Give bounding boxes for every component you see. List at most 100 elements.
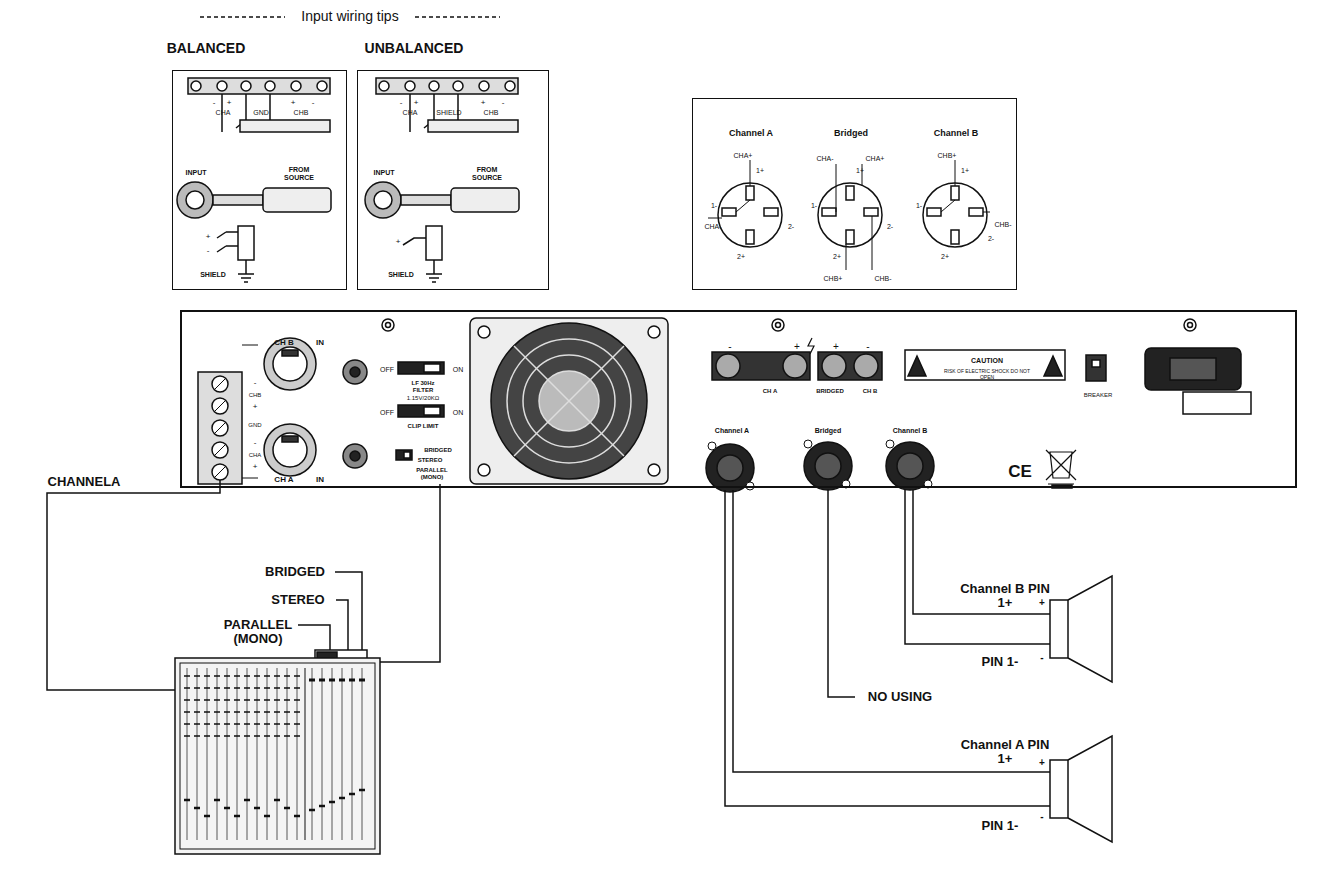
mixer-strip	[254, 699, 260, 701]
box-text: 2-	[788, 223, 794, 231]
mixer-strip	[224, 699, 230, 701]
box-text: RISK OF ELECTRIC SHOCK DO NOT OPEN	[942, 369, 1032, 380]
box-text: 1-	[711, 202, 717, 210]
balanced-inset-art	[177, 78, 331, 282]
box-text: CHA	[249, 452, 262, 459]
box-text: +	[833, 341, 839, 352]
box-text: 1-	[811, 202, 817, 210]
speakon-pin-diagrams	[708, 160, 990, 270]
wiring-label: BRIDGED	[265, 565, 325, 579]
box-text: CHB+	[938, 152, 957, 160]
box-text: 1+	[856, 167, 864, 175]
mixer-strip	[194, 735, 200, 737]
mixer-strip	[234, 675, 240, 677]
mixer-strip	[224, 723, 230, 725]
mixer-strip	[294, 815, 300, 818]
mixer-strip	[234, 723, 240, 725]
mixer-strip	[294, 723, 300, 725]
mixer-strip	[184, 735, 190, 737]
box-text: BRIDGED	[816, 388, 844, 395]
mixer-strip	[284, 675, 290, 677]
mixer-strip	[359, 679, 365, 682]
wiring-label: Channel B PIN 1+	[960, 582, 1050, 611]
wiring-label: PIN 1-	[982, 655, 1019, 669]
mixer-strip	[234, 699, 240, 701]
box-text: BRIDGED	[424, 447, 452, 454]
box-heading: BALANCED	[167, 41, 246, 56]
mixer-strip	[329, 679, 335, 682]
mixer-strip	[194, 687, 200, 689]
mixer-strip	[224, 675, 230, 677]
box-text: STEREO	[418, 457, 443, 464]
box-text: -	[728, 341, 731, 352]
mixer-strip	[264, 723, 270, 725]
mixer-strip	[224, 711, 230, 713]
mixer-strip	[312, 668, 313, 840]
box-text: CH A	[763, 388, 777, 395]
box-text: -	[866, 341, 869, 352]
mixer-strip	[244, 711, 250, 713]
speaker-wires	[725, 490, 1050, 806]
mixer-strip	[244, 687, 250, 689]
mixer-strip	[184, 723, 190, 725]
mixer-strip	[284, 807, 290, 810]
mixer-strip	[274, 675, 280, 677]
title-dash	[415, 16, 500, 18]
mixer-strip	[284, 711, 290, 713]
box-text: BREAKER	[1084, 392, 1113, 399]
box-text: SHIELD	[436, 109, 461, 117]
mixer-strip	[194, 699, 200, 701]
box-text: CHA	[403, 109, 418, 117]
mixer-strip	[237, 668, 238, 840]
wiring-label: CHANNELA	[48, 475, 121, 489]
box-text: 1+	[961, 167, 969, 175]
title-dash	[200, 16, 285, 18]
box-text: OFF	[380, 366, 394, 374]
box-text: IN	[316, 339, 324, 348]
mixer-strip	[234, 815, 240, 818]
mixer-strip	[254, 675, 260, 677]
mixer-strip	[184, 699, 190, 701]
mixer-strip	[329, 801, 335, 804]
mixer-strip	[244, 735, 250, 737]
mixer-strip	[204, 675, 210, 677]
box-text: +	[414, 99, 419, 108]
box-text: -	[254, 379, 257, 388]
box-text: +	[227, 99, 232, 108]
box-text: +	[794, 341, 800, 352]
box-text: INPUT	[186, 169, 207, 177]
box-text: CHA+	[866, 155, 885, 163]
box-text: GND	[248, 422, 261, 429]
mixer-strip	[187, 668, 188, 840]
mixer-strip	[294, 699, 300, 701]
mixer-strip	[234, 735, 240, 737]
mixer-strip	[277, 668, 278, 840]
mixer-console	[175, 658, 380, 854]
mixer-strip	[274, 723, 280, 725]
mixer-strip	[224, 735, 230, 737]
mixer-strip	[244, 699, 250, 701]
box-text: CHB-	[874, 275, 891, 283]
mixer-strip	[254, 687, 260, 689]
mixer-strip	[254, 723, 260, 725]
box-text: -	[213, 99, 216, 108]
mixer-strip	[284, 687, 290, 689]
box-text: Bridged	[815, 427, 841, 435]
box-text: CHB+	[824, 275, 843, 283]
mixer-strip	[284, 699, 290, 701]
box-text: 1-	[916, 202, 922, 210]
wiring-label: STEREO	[271, 593, 324, 607]
mixer-strip	[214, 711, 220, 713]
mixer-strip	[319, 679, 325, 682]
mixer-strip	[274, 699, 280, 701]
box-text: LF 30Hz FILTER	[401, 380, 445, 393]
mixer-strip	[227, 668, 228, 840]
mixer-strip	[244, 723, 250, 725]
mixer-strip	[264, 699, 270, 701]
mixer-strip	[284, 723, 290, 725]
box-heading: UNBALANCED	[365, 41, 464, 56]
mixer-strip	[254, 735, 260, 737]
mixer-strip	[319, 805, 325, 808]
mixer-strip	[322, 668, 323, 840]
